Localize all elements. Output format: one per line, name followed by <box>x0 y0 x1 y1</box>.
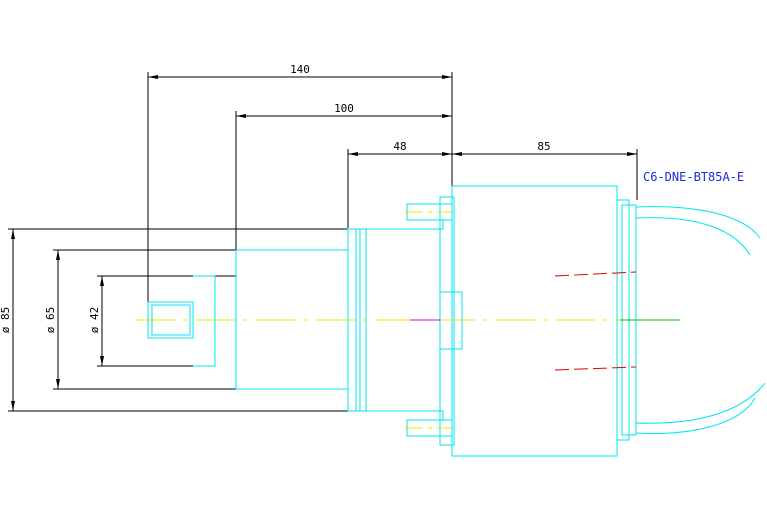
hidden-line-top <box>554 271 637 277</box>
center-line <box>135 211 680 429</box>
dim-48-text: 48 <box>393 140 406 153</box>
dim-85-text: 85 <box>537 140 550 153</box>
dim-100-text: 100 <box>334 102 354 115</box>
part-number-label: C6-DNE-BT85A-E <box>643 170 744 184</box>
shaft-42-section <box>193 275 216 367</box>
arrow-48-left <box>348 152 358 156</box>
hidden-lines <box>554 271 637 371</box>
dimension-lines <box>8 72 638 412</box>
dia-42-text: ø 42 <box>88 307 101 334</box>
arrow-dia85-top <box>11 229 15 239</box>
arrow-dia42-top <box>100 276 104 286</box>
dia-85-text: ø 85 <box>0 307 12 334</box>
arrow-140-left <box>148 75 158 79</box>
arrow-100-right <box>442 114 452 118</box>
arrow-dia65-top <box>56 250 60 260</box>
arrow-100-left <box>236 114 246 118</box>
cable-top <box>635 206 761 256</box>
arrow-dia85-bottom <box>11 401 15 411</box>
arrow-dia65-bottom <box>56 379 60 389</box>
arrow-140-right <box>442 75 452 79</box>
dia-65-text: ø 65 <box>44 307 57 334</box>
arrow-85-right <box>627 152 637 156</box>
arrow-48-right <box>442 152 452 156</box>
dimension-arrows <box>11 75 637 411</box>
arrow-85-left <box>452 152 462 156</box>
arrow-dia42-bottom <box>100 356 104 366</box>
cable-bottom <box>635 382 766 434</box>
hidden-line-bottom <box>554 366 637 371</box>
dim-140-text: 140 <box>290 63 310 76</box>
